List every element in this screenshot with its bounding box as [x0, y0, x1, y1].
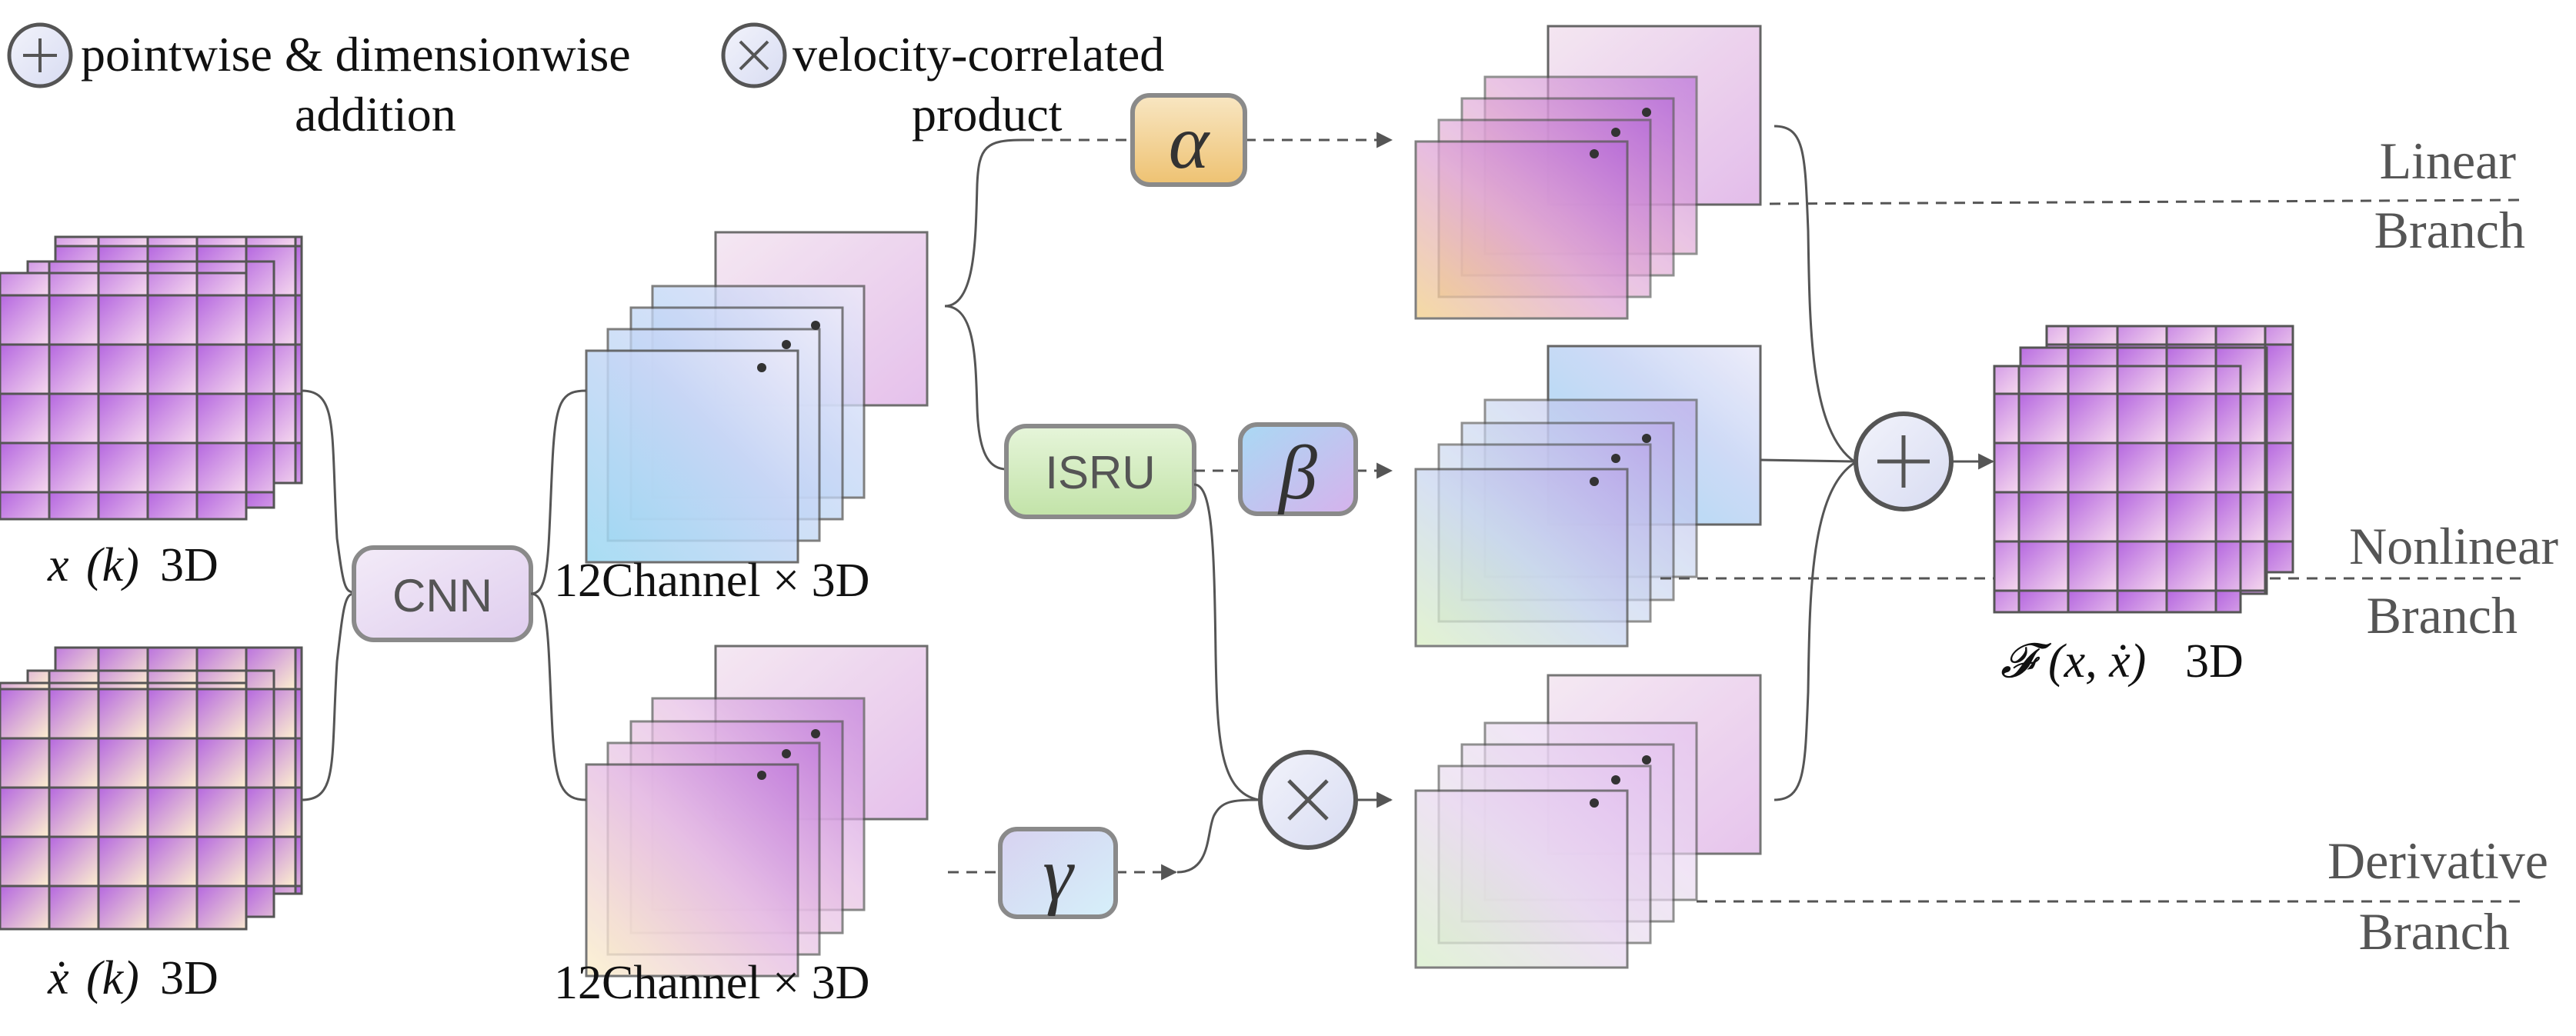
legend-add-label-line1: pointwise & dimensionwise [81, 27, 631, 82]
legend-add-label-line2: addition [295, 87, 456, 142]
derivative-branch-label-line1: Derivative [2327, 831, 2548, 890]
svg-text:3D: 3D [2185, 635, 2244, 688]
legend: pointwise & dimensionwise addition veloc… [7, 22, 1164, 142]
linear-branch-label-line1: Linear [2380, 132, 2517, 190]
legend-add-icon [7, 22, 73, 88]
cnn-block: CNN [352, 545, 533, 642]
svg-text:(k): (k) [86, 952, 139, 1004]
isru-label: ISRU [1045, 447, 1155, 498]
nonlinear-branch-label-line1: Nonlinear [2349, 517, 2558, 575]
svg-text:3D: 3D [160, 539, 219, 591]
derivative-branch-label-line2: Branch [2359, 902, 2510, 961]
nonlinear-branch-label-line2: Branch [2367, 586, 2518, 645]
branch-split-brace [944, 138, 1024, 471]
gamma-symbol: γ [1043, 831, 1075, 917]
derivative-path [948, 483, 1393, 881]
derivative-branch-stack [1414, 674, 1762, 969]
upper-channel-stack [585, 231, 929, 564]
add-operator [1854, 411, 1954, 511]
cnn-label: CNN [392, 570, 492, 621]
linear-branch-label-line2: Branch [2374, 201, 2525, 259]
legend-mul-label-line1: velocity-correlated [792, 27, 1164, 82]
input-x-stack [0, 235, 303, 521]
output-label: 𝓕 (x, ẋ) 3D [2000, 635, 2244, 688]
lower-channel-stack [585, 645, 929, 978]
svg-text:x: x [47, 539, 69, 591]
branch-labels: Linear Branch Nonlinear Branch Derivativ… [2327, 132, 2558, 961]
svg-text:ẋ: ẋ [47, 952, 69, 1004]
nonlinear-branch-stack [1414, 345, 1762, 648]
alpha-symbol: α [1169, 99, 1211, 185]
gamma-block: γ [998, 827, 1118, 919]
beta-symbol: β [1277, 430, 1317, 515]
svg-text:3D: 3D [160, 952, 219, 1004]
svg-text:(x, ẋ): (x, ẋ) [2048, 635, 2146, 688]
svg-text:𝓕: 𝓕 [2000, 635, 2052, 688]
connectors-input-cnn [301, 389, 355, 801]
connectors-branches-add [1760, 125, 1995, 801]
output-stack [1993, 325, 2294, 614]
input-xdot-stack [0, 646, 303, 931]
isru-block: ISRU [1004, 424, 1196, 519]
legend-mul-label-line2: product [912, 87, 1063, 142]
svg-text:(k): (k) [86, 539, 139, 591]
linear-branch-stack [1414, 25, 1762, 320]
alpha-block: α [1130, 93, 1247, 187]
legend-mul-icon [721, 22, 787, 88]
beta-block: β [1238, 422, 1358, 516]
lower-channel-label: 12Channel × 3D [554, 957, 869, 1009]
input-xdot-label: ẋ (k) 3D [47, 952, 219, 1004]
input-x-label: x (k) 3D [47, 539, 219, 591]
multiply-operator [1258, 750, 1358, 850]
upper-channel-label: 12Channel × 3D [554, 555, 869, 607]
connectors-cnn-channels [530, 389, 587, 801]
